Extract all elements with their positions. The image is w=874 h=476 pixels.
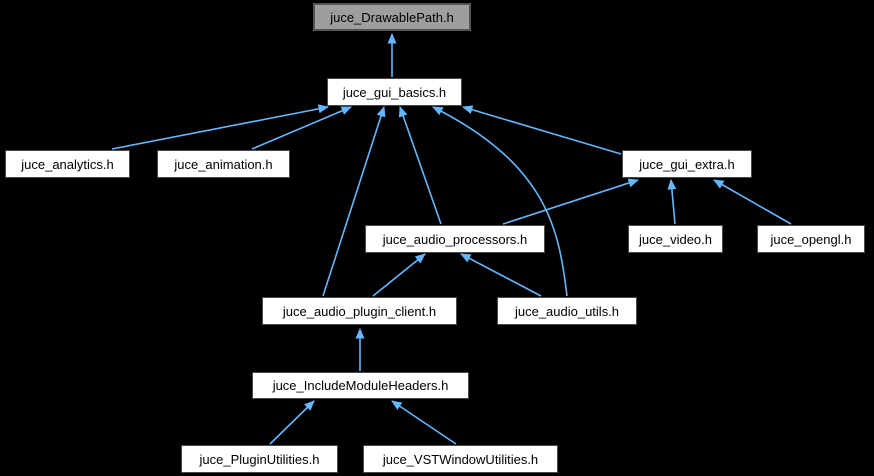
graph-node-audio_processors[interactable]: juce_audio_processors.h [365,225,545,253]
edge-plugin_utilities-to-include_module_headers [269,400,315,445]
graph-node-analytics[interactable]: juce_analytics.h [5,150,130,178]
graph-node-gui_extra[interactable]: juce_gui_extra.h [622,150,752,178]
edge-audio_utils-to-gui_basics [432,106,568,297]
edge-animation-to-gui_basics [251,106,352,150]
graph-node-animation[interactable]: juce_animation.h [157,150,290,178]
edge-plugin_client-to-gui_basics [322,106,386,297]
graph-node-audio_utils[interactable]: juce_audio_utils.h [497,297,637,325]
edge-audio_processors-to-gui_basics [398,106,442,225]
graph-node-opengl[interactable]: juce_opengl.h [757,225,865,253]
edge-vst_window_utilities-to-include_module_headers [391,400,457,445]
graph-node-include_module_headers[interactable]: juce_IncludeModuleHeaders.h [252,372,469,399]
edge-audio_utils-to-audio_processors [460,253,542,297]
edge-gui_extra-to-gui_basics [462,105,622,155]
edge-analytics-to-gui_basics [111,104,329,150]
graph-node-gui_basics[interactable]: juce_gui_basics.h [327,78,462,106]
edge-video-to-gui_extra [667,179,677,225]
graph-node-plugin_client[interactable]: juce_audio_plugin_client.h [262,297,457,325]
edge-plugin_client-to-audio_processors [372,253,426,297]
edge-audio_processors-to-gui_extra [502,178,639,225]
graph-node-vst_window_utilities[interactable]: juce_VSTWindowUtilities.h [363,445,558,473]
graph-node-video[interactable]: juce_video.h [628,225,723,253]
edge-opengl-to-gui_extra [713,179,792,225]
graph-node-drawable_path: juce_DrawablePath.h [313,3,471,31]
graph-node-plugin_utilities[interactable]: juce_PluginUtilities.h [181,445,338,473]
